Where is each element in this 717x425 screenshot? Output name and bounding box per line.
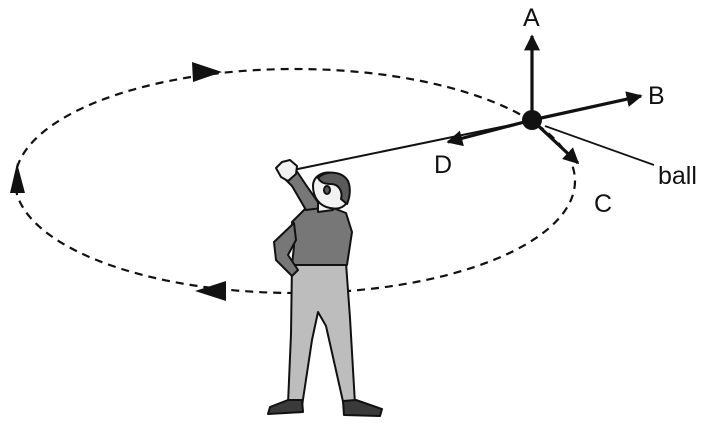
vector-c	[530, 118, 580, 165]
right-shoe	[342, 399, 383, 417]
person-figure	[267, 159, 383, 417]
vectors	[446, 34, 643, 165]
ball	[522, 110, 542, 130]
shirt	[291, 205, 353, 266]
label-c: C	[594, 190, 612, 218]
orbit-direction-arrows	[10, 62, 226, 301]
orbit-arrow-icon	[10, 163, 25, 193]
string	[292, 120, 531, 171]
vector-d	[446, 118, 533, 147]
label-a: A	[523, 4, 540, 32]
raised-hand	[275, 159, 298, 182]
label-b: B	[648, 82, 665, 110]
ear	[323, 185, 331, 195]
ball-leader-line	[544, 125, 655, 166]
vector-b	[531, 91, 643, 122]
left-arm	[273, 222, 299, 277]
label-d: D	[434, 151, 452, 179]
label-ball: ball	[658, 162, 697, 190]
orbit-arrow-icon	[195, 281, 226, 301]
left-shoe	[267, 399, 304, 415]
trousers	[287, 262, 356, 407]
orbit-arrow-icon	[192, 62, 222, 82]
hair	[317, 171, 351, 205]
